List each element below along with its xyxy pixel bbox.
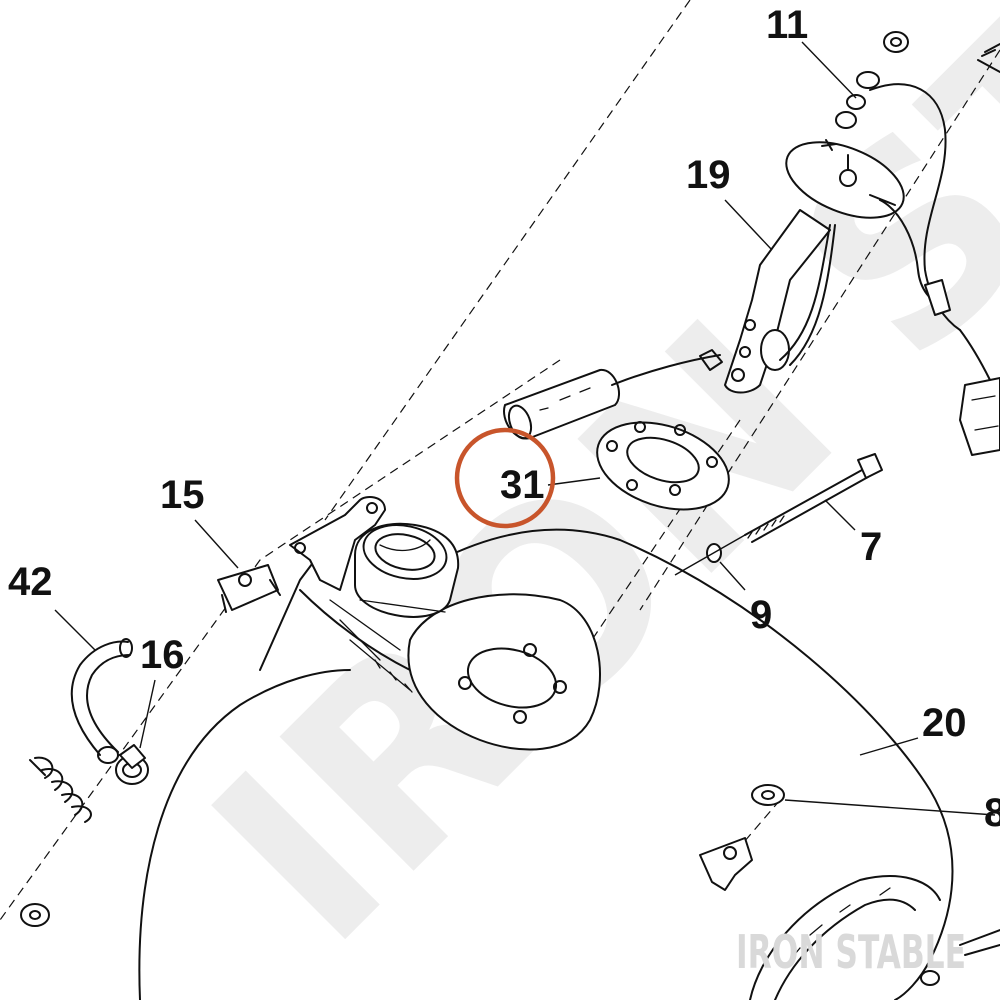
label-20: 20 [922,701,967,745]
label-31: 31 [500,463,545,507]
screw-top-right [977,43,1000,73]
vent-bracket [289,496,386,591]
label-8: 8 [984,791,1000,835]
part-15-clip [217,564,281,613]
part-8-washer [751,784,785,806]
label-9: 9 [750,593,772,637]
filler-neck [354,522,460,618]
lower-bracket-clip [699,837,753,891]
tank-trim [749,875,1000,1000]
background-watermark: IRON ST [159,0,1000,1000]
part-16-clamp [115,744,149,785]
label-16: 16 [140,633,185,677]
fuel-pump [503,354,721,440]
part-42-hose [70,638,133,764]
spring [29,756,92,823]
part-31-gasket [596,421,730,511]
highlight-circle [454,427,556,529]
part-labels: 11 19 31 15 42 16 7 9 20 8 [8,3,1000,835]
fuel-tank [138,528,954,1000]
label-11: 11 [766,3,808,47]
wiring-harness [869,83,1000,456]
corner-watermark: IRON STABLE [736,925,966,979]
part-7-bolt [744,453,883,543]
part-11-fasteners [821,31,909,151]
part-19-sender-bracket [699,141,905,394]
label-7: 7 [860,525,882,569]
label-15: 15 [160,473,205,517]
washer-bottom-left [20,903,50,927]
label-42: 42 [8,560,53,604]
label-19: 19 [686,153,731,197]
leader-lines [54,41,996,816]
